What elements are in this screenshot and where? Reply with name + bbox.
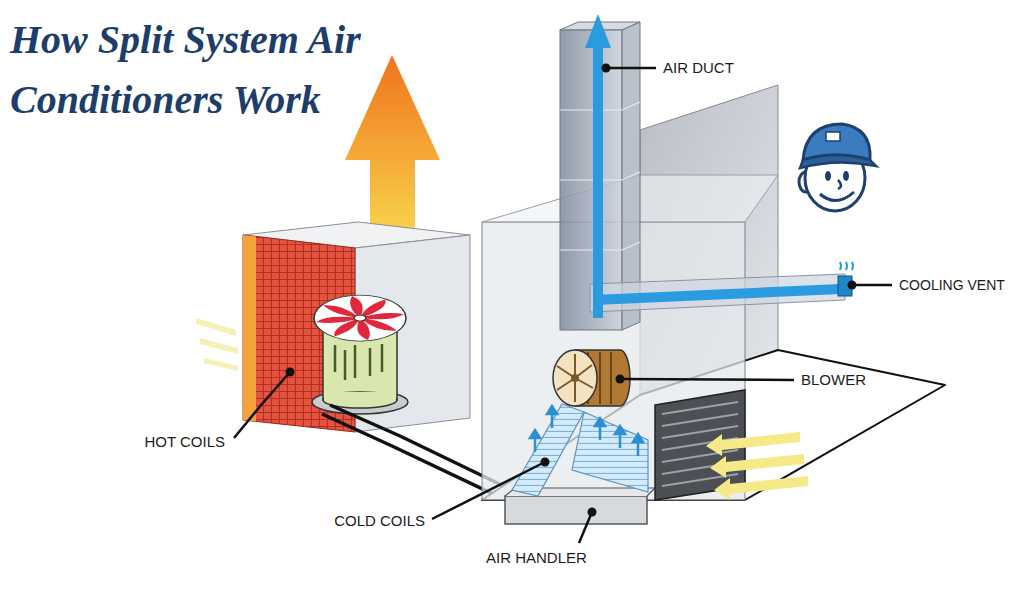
mascot-face [800,155,876,168]
horizontal-duct [590,274,845,312]
return-air-arrows [710,454,804,478]
cold-air-arrows [633,434,643,442]
incoming-air-arrows [204,358,238,371]
cold-air-arrows [615,426,625,434]
condenser-fan [314,295,406,341]
mascot-face [843,171,849,181]
part-label: COLD COILS [333,512,426,530]
condenser-unit [243,235,256,422]
blower [553,350,597,406]
return-air-arrows [714,476,808,500]
cooling-vent [840,262,853,270]
cool-air-arrow [585,14,611,48]
leader-lines [856,284,892,287]
air-handler-base [505,496,647,524]
leader-lines [610,67,656,70]
cold-coils [512,404,648,496]
blower [571,374,579,382]
cold-air-arrows [530,430,540,438]
cold-coils [512,404,584,496]
mascot-face [825,171,831,181]
condenser-fan [335,344,382,380]
condenser-fan [354,315,366,321]
mascot-face [820,192,854,201]
leader-dots [286,64,857,517]
leader-lines [622,379,794,380]
leader-dots [588,508,597,517]
condenser-unit [243,222,470,432]
blower [557,354,593,402]
condenser-fan [314,295,406,341]
hot-air-arrow [345,55,440,228]
leader-dots [848,281,857,290]
cool-air-arrow [594,289,840,300]
cold-air-arrows [595,418,605,426]
cold-air-arrows [530,406,643,456]
condenser-fan [316,296,404,340]
incoming-air-arrows [200,338,238,354]
leader-lines [234,372,290,438]
return-air-arrows [706,432,808,500]
leader-lines [579,512,592,543]
leader-dots [602,64,611,73]
condenser-fan [312,390,408,414]
part-label: HOT COILS [143,433,226,451]
condenser-fan [312,295,408,414]
hot-air-arrow [345,55,440,228]
cooling-vent [838,262,853,296]
incoming-air-arrows [196,318,238,371]
return-air-arrows [706,432,800,456]
cold-coils [572,412,648,492]
leader-lines [432,462,545,519]
cool-air-arrow [593,44,603,318]
horizontal-duct [590,274,845,312]
leader-dots [286,368,295,377]
leader-dots [541,458,550,467]
mascot-face [799,124,876,211]
cold-air-arrows [547,406,557,414]
condenser-fan [324,392,396,400]
blower [553,350,630,406]
mascot-face [826,132,840,141]
part-label: AIR HANDLER [485,549,588,567]
leader-lines [234,68,892,543]
incoming-air-arrows [196,318,236,336]
leader-dots [616,375,625,384]
part-label: AIR DUCT [662,59,735,77]
mascot-face [838,180,841,189]
diagram-title: How Split System Air Conditioners Work [10,10,400,130]
part-label: COOLING VENT [898,276,1006,294]
part-label: BLOWER [800,371,867,389]
